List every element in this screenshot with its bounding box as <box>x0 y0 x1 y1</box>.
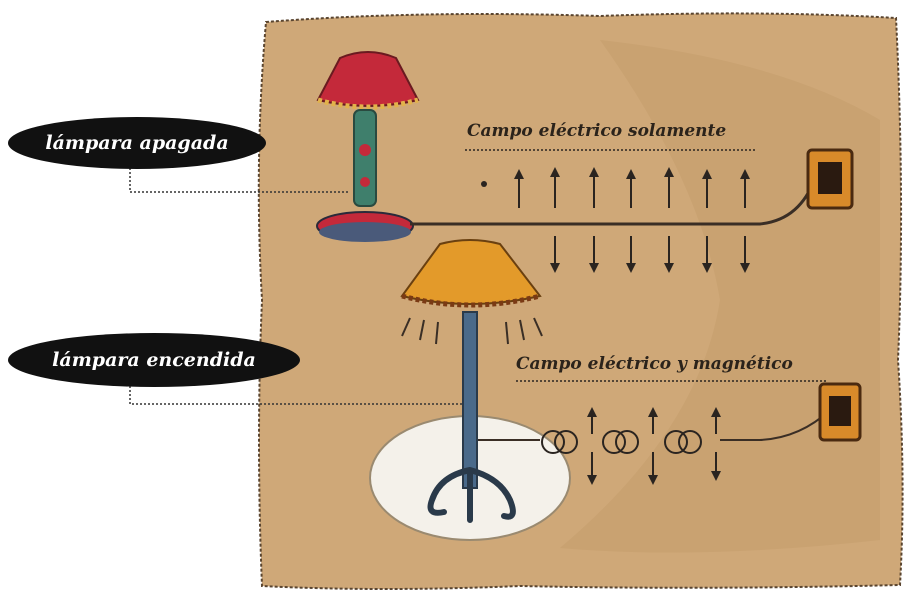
magnetic-ring <box>554 430 578 454</box>
title-electric-magnetic-field: Campo eléctrico y magnético <box>516 354 793 374</box>
magnetic-ring <box>678 430 702 454</box>
label-lamp-on: lámpara encendida <box>8 333 300 387</box>
wall-outlet-bottom <box>818 382 862 442</box>
magnetic-ring <box>602 430 626 454</box>
lamp-off-shade-fringe <box>317 97 419 110</box>
electric-field-arrows-top <box>481 167 750 273</box>
lamp-off-stem-knot <box>360 177 370 187</box>
field-dot <box>481 181 487 187</box>
parchment-shading <box>560 40 880 553</box>
lamp-on-shade-fringe <box>401 293 541 308</box>
title-electric-field-only: Campo eléctrico solamente <box>467 121 727 141</box>
lamp-on <box>400 239 543 523</box>
magnetic-field-rings <box>541 430 702 454</box>
magnetic-ring <box>541 430 565 454</box>
wall-outlet-top <box>806 148 854 210</box>
light-rays <box>401 317 543 345</box>
leader-line-top <box>129 168 348 193</box>
magnetic-ring <box>664 430 688 454</box>
lamp-off-base-ring <box>319 222 411 242</box>
lamp-on-stem <box>462 311 478 489</box>
lamp-on-tripod-legs <box>427 467 516 523</box>
lamp-off-stem <box>353 109 377 207</box>
leader-line-bottom <box>129 386 462 405</box>
magnetic-ring <box>615 430 639 454</box>
electric-field-arrows-bottom <box>587 407 721 485</box>
lamp-off <box>316 51 420 242</box>
label-lamp-off: lámpara apagada <box>8 117 266 169</box>
lamp-off-stem-knot <box>359 144 371 156</box>
lamp-off-shade <box>316 51 420 107</box>
